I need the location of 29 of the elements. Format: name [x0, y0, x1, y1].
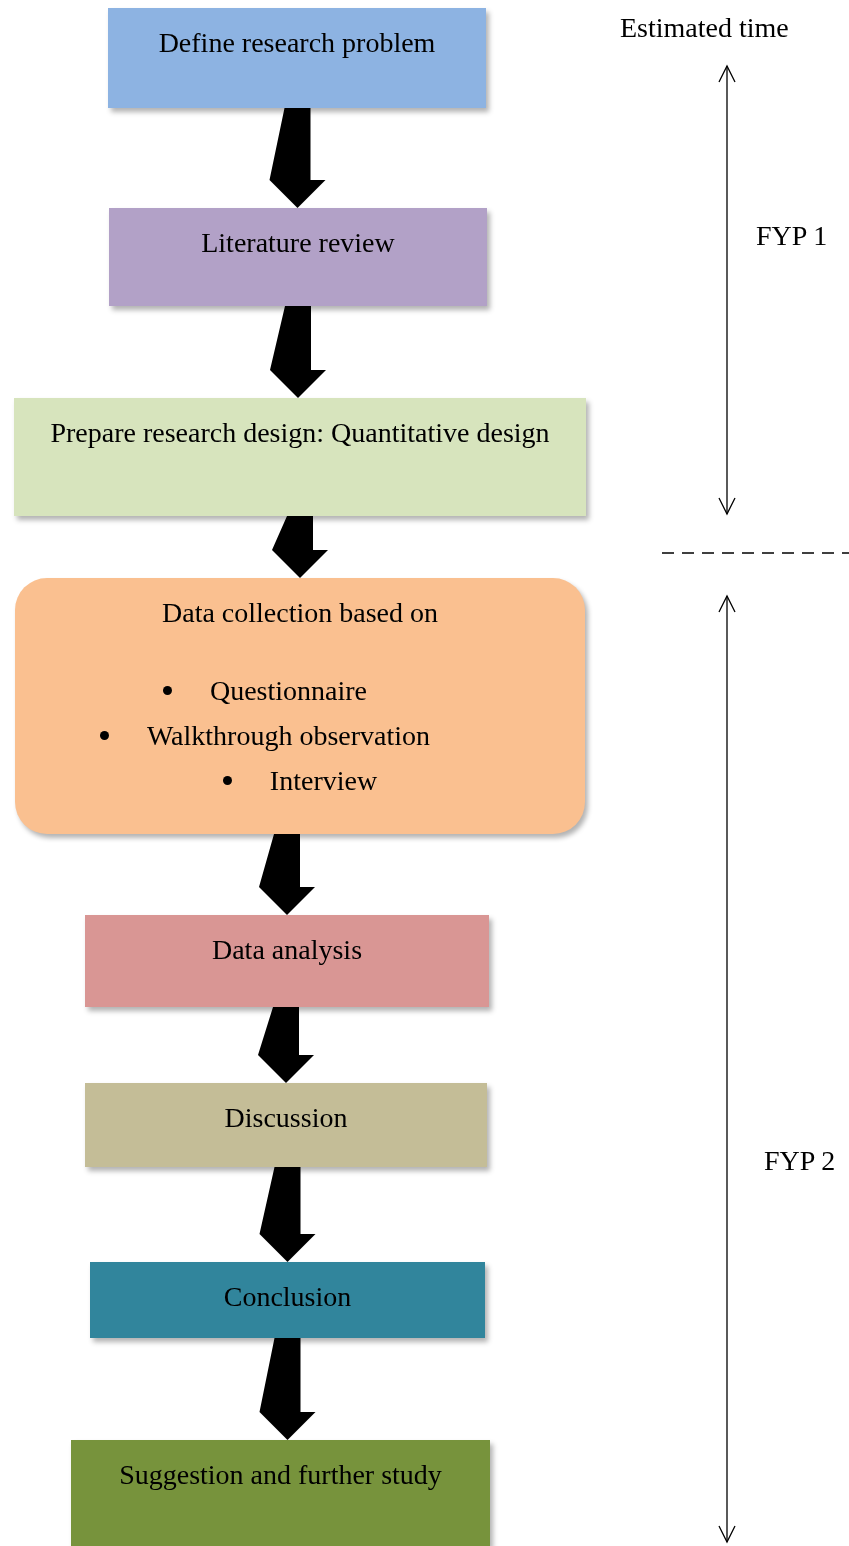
box-label: Conclusion — [223, 1280, 352, 1314]
block-arrow — [259, 1167, 316, 1262]
box-label: Discussion — [224, 1101, 348, 1135]
block-arrow — [258, 1007, 314, 1083]
process-box — [108, 8, 486, 108]
rounded-process-box — [15, 578, 585, 834]
box-heading: Data collection based on — [162, 596, 438, 630]
box-label: Suggestion and further study — [119, 1458, 442, 1492]
side-label: FYP 2 — [764, 1145, 836, 1177]
block-arrow — [259, 1338, 316, 1440]
list-item: Questionnaire — [209, 674, 368, 708]
block-arrow — [272, 516, 328, 578]
process-box — [85, 1083, 487, 1167]
box-label: Data analysis — [211, 933, 363, 967]
block-arrow — [259, 834, 315, 915]
list-item: Walkthrough observation — [146, 719, 431, 753]
side-label: Estimated time — [620, 12, 789, 44]
process-box — [14, 398, 586, 516]
list-item: Interview — [269, 764, 378, 798]
box-label: Literature review — [201, 226, 395, 260]
process-box — [85, 915, 489, 1007]
process-box — [90, 1262, 485, 1338]
block-arrow — [269, 108, 326, 208]
box-label: Prepare research design: Quantitative design — [50, 416, 550, 450]
box-label: Define research problem — [158, 26, 436, 60]
process-box — [109, 208, 487, 306]
process-box — [71, 1440, 490, 1546]
block-arrow — [270, 306, 326, 398]
side-label: FYP 1 — [756, 220, 828, 252]
